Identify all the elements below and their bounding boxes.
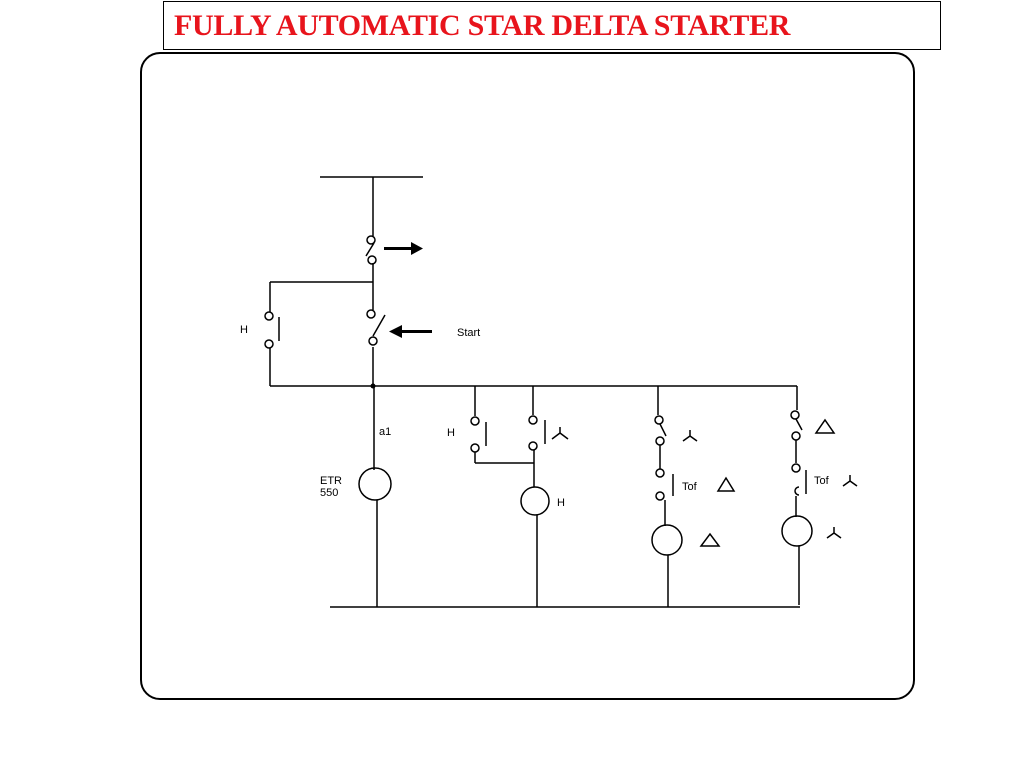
start-contact-top <box>366 309 376 319</box>
delta-tof-top <box>655 468 665 478</box>
star-tof-bottom <box>794 486 800 496</box>
delta-nc-top <box>654 415 664 425</box>
star-symbol <box>826 527 842 539</box>
stop-arrow-head <box>411 242 423 255</box>
timer-name-label: ETR <box>320 475 342 487</box>
delta-symbol <box>814 418 836 434</box>
hold-contact-top <box>264 311 274 321</box>
star-nc-blade <box>795 418 803 431</box>
star-nc-bottom <box>791 431 801 441</box>
hold-contact-bottom <box>264 339 274 349</box>
junction-dot <box>370 383 376 389</box>
h-contact-label: H <box>447 427 455 439</box>
start-contact-bottom <box>368 336 378 346</box>
diagram-frame <box>140 52 915 700</box>
title-box: FULLY AUTOMATIC STAR DELTA STARTER <box>163 1 941 50</box>
star-tof-label: Tof <box>814 475 830 487</box>
delta-tof-bottom <box>655 491 665 501</box>
star-aux-contact-bottom <box>528 441 538 451</box>
timer-model-label: 550 <box>320 487 338 499</box>
star-coil <box>781 515 813 547</box>
stop-contact-top <box>366 235 376 245</box>
delta-coil <box>651 524 683 556</box>
stop-arrow-shaft <box>384 247 412 250</box>
hold-coil-label: H <box>557 497 565 509</box>
stop-contact-blade <box>365 242 375 257</box>
star-nc-top <box>790 410 800 420</box>
start-arrow-head <box>389 325 402 338</box>
star-symbol <box>551 427 569 440</box>
delta-symbol <box>716 476 736 492</box>
stop-contact-bottom <box>367 255 377 265</box>
delta-nc-blade <box>659 423 667 437</box>
wiring <box>264 176 858 608</box>
timer-coil <box>358 467 392 501</box>
arrows <box>384 242 432 338</box>
timer-contact-label: a1 <box>379 426 391 438</box>
start-arrow-shaft <box>400 330 432 333</box>
page-title: FULLY AUTOMATIC STAR DELTA STARTER <box>174 9 791 42</box>
h-contact-bottom <box>470 443 480 453</box>
h-contact-top <box>470 416 480 426</box>
delta-tof-label: Tof <box>682 481 698 493</box>
star-aux-contact-top <box>528 415 538 425</box>
start-label: Start <box>457 327 480 339</box>
hold-coil <box>520 486 550 516</box>
star-symbol <box>842 475 858 487</box>
star-tof-top <box>791 463 801 473</box>
delta-symbol <box>699 532 721 547</box>
hold-contact-label: H <box>240 324 248 336</box>
delta-nc-bottom <box>655 436 665 446</box>
start-contact-blade <box>372 314 386 337</box>
star-symbol <box>682 430 698 442</box>
